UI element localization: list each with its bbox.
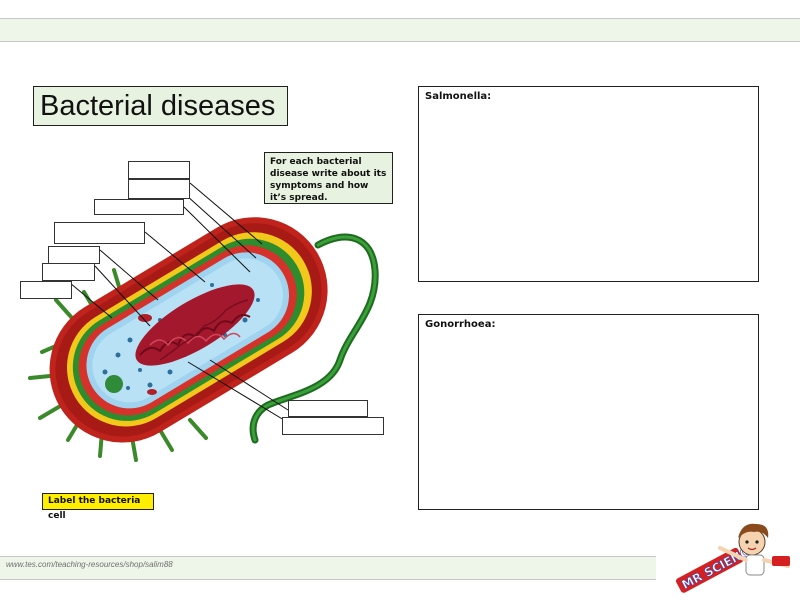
label-box-9[interactable] bbox=[282, 417, 384, 435]
label-box-4[interactable] bbox=[54, 222, 145, 244]
mr-science-logo: MR SCIENCE bbox=[675, 523, 790, 593]
label-box-2[interactable] bbox=[128, 179, 190, 199]
label-box-1[interactable] bbox=[128, 161, 190, 179]
page-title: Bacterial diseases bbox=[33, 86, 288, 126]
footer-url: www.tes.com/teaching-resources/shop/sali… bbox=[6, 560, 173, 569]
plasmid bbox=[105, 375, 123, 393]
nucleoid bbox=[135, 284, 255, 366]
instruction-box: For each bacterial disease write about i… bbox=[264, 152, 393, 204]
leader-lines bbox=[69, 182, 289, 421]
salmonella-panel[interactable]: Salmonella: bbox=[418, 86, 759, 282]
label-task-badge: Label the bacteria cell bbox=[42, 493, 154, 521]
label-box-5[interactable] bbox=[48, 246, 100, 264]
bacteria-cell-diagram bbox=[28, 182, 379, 462]
salmonella-heading: Salmonella: bbox=[425, 91, 492, 102]
gonorrhoea-panel[interactable]: Gonorrhoea: bbox=[418, 314, 759, 510]
gonorrhoea-heading: Gonorrhoea: bbox=[425, 319, 496, 330]
label-box-8[interactable] bbox=[288, 400, 368, 417]
footer-band bbox=[0, 556, 656, 580]
header-band bbox=[0, 18, 800, 42]
label-box-6[interactable] bbox=[42, 263, 95, 281]
label-box-3[interactable] bbox=[94, 199, 184, 215]
label-box-7[interactable] bbox=[20, 281, 72, 299]
